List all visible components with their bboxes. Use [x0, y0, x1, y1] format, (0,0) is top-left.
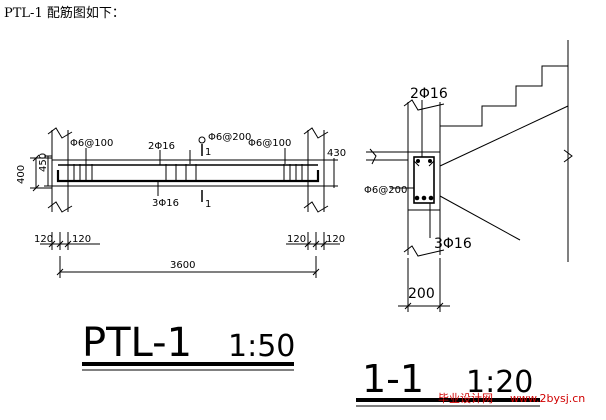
stair-profile	[439, 40, 573, 262]
section-width-dim	[398, 258, 450, 312]
section-dim-width: 200	[408, 286, 435, 302]
section-title: 1-1	[362, 357, 424, 401]
section-label-top-bars: 2Φ16	[410, 86, 448, 102]
section-scale: 1:20	[466, 365, 533, 400]
right-height-dim	[324, 158, 338, 188]
section-mark-top: 1	[205, 147, 211, 158]
stirrup	[413, 156, 435, 204]
left-height-dims	[30, 154, 52, 192]
label-bottom-bars: 3Φ16	[152, 198, 179, 209]
bottom-bar-line	[56, 170, 320, 183]
beam-section	[407, 151, 441, 211]
support-dims	[40, 232, 340, 250]
stirrups-right	[283, 164, 303, 182]
span-dim	[56, 256, 320, 278]
section-marker-icon	[198, 136, 206, 144]
dim-span: 3600	[170, 260, 195, 271]
watermark-cn: 毕业设计网	[438, 392, 493, 405]
dim-right-b: 120	[326, 234, 345, 245]
elevation-title: PTL-1	[82, 320, 192, 366]
dim-height-inner: 450	[38, 153, 49, 172]
dim-left-b: 120	[72, 234, 91, 245]
section-column	[403, 99, 445, 257]
label-top-bars: 2Φ16	[148, 141, 175, 152]
stirrups-left	[73, 164, 93, 182]
beam-elevation	[30, 127, 340, 278]
dim-left-a: 120	[34, 234, 53, 245]
section-label-bottom-bars: 3Φ16	[434, 236, 472, 252]
elevation-scale: 1:50	[228, 329, 295, 364]
section-label-stirrup: Φ6@200	[364, 185, 407, 196]
dim-right-a: 120	[287, 234, 306, 245]
stirrups-middle	[165, 164, 197, 182]
section-1-1	[366, 40, 573, 312]
page-heading: PTL-1 配筋图如下：	[4, 6, 125, 21]
dim-right-height: 430	[327, 148, 346, 159]
rebar-dots	[414, 159, 434, 201]
label-stirrup-right: Φ6@100	[248, 138, 291, 149]
title-underlines	[82, 362, 540, 407]
label-stirrup-mid: Φ6@200	[208, 132, 251, 143]
section-mark-bottom: 1	[205, 199, 211, 210]
label-stirrup-left: Φ6@100	[70, 138, 113, 149]
dim-height-outer: 400	[16, 165, 27, 184]
beam-outline	[51, 159, 325, 187]
watermark-url: www.2bysj.cn	[510, 392, 585, 405]
